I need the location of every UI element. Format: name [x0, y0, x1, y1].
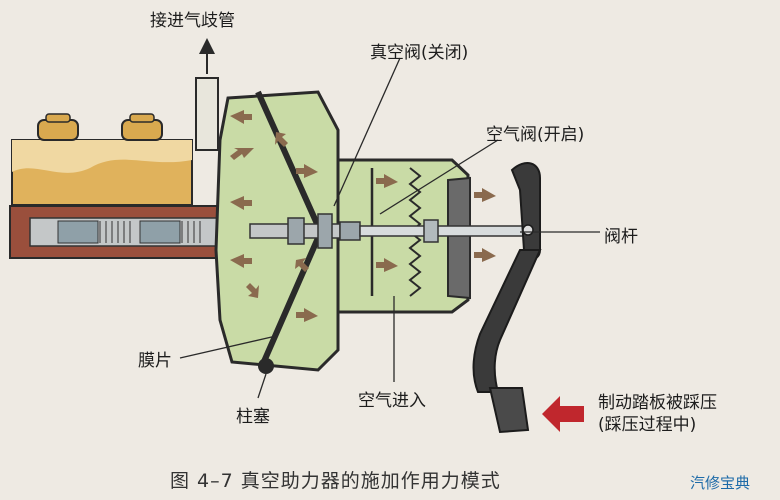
label-pedal-line1: 制动踏板被踩压	[598, 393, 717, 413]
intake-pipe	[195, 38, 219, 151]
label-vacuum-valve: 真空阀(关闭)	[370, 43, 469, 63]
flow-arrows	[230, 110, 496, 322]
label-pedal-line2: (踩压过程中)	[598, 415, 697, 435]
watermark: 汽修宝典	[690, 474, 751, 492]
master-cylinder	[9, 205, 251, 259]
label-air-in: 空气进入	[358, 391, 426, 411]
brake-pedal	[472, 162, 542, 434]
plunger	[258, 358, 274, 374]
figure-caption: 图 4–7 真空助力器的施加作用力模式	[170, 470, 501, 492]
label-valve-rod: 阀杆	[604, 227, 638, 247]
label-diaphragm: 膜片	[138, 351, 172, 371]
fluid-reservoir	[11, 113, 193, 206]
leader-lines	[179, 57, 600, 399]
diaphragm	[255, 90, 321, 368]
label-air-valve: 空气阀(开启)	[486, 125, 585, 145]
label-intake: 接进气歧管	[150, 11, 235, 31]
label-plunger: 柱塞	[236, 407, 270, 427]
pedal-force-arrow	[542, 396, 584, 432]
push-rod	[249, 213, 361, 249]
